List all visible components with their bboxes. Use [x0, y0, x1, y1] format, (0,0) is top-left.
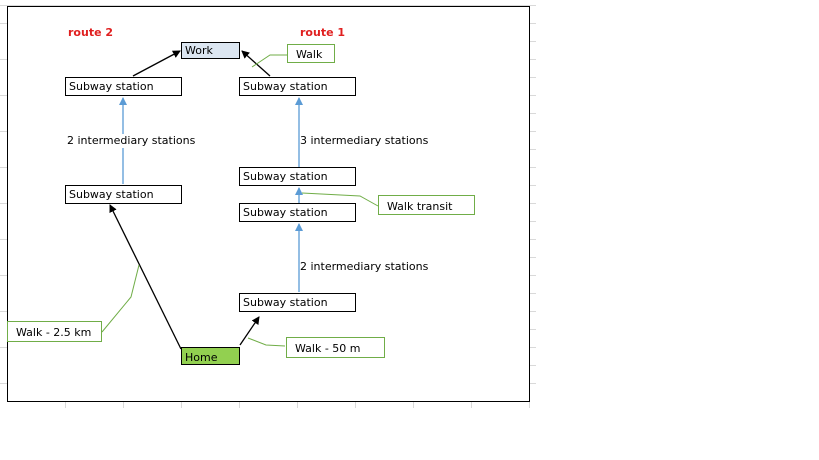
work-node: Work: [181, 42, 240, 59]
diagram-frame: [7, 6, 530, 402]
r1-walk-arrow: [239, 316, 260, 346]
r2-bottom-station: Subway station: [65, 185, 182, 204]
walk-work-leader: [251, 54, 287, 68]
r1-upper-intermediary-label: 3 intermediary stations: [300, 134, 429, 148]
route-1-label: route 1: [300, 26, 346, 39]
walk-long-callout: Walk - 2.5 km: [7, 321, 102, 342]
r1-mid-upper-station: Subway station: [239, 167, 356, 186]
route-2-label: route 2: [68, 26, 114, 39]
walk-transit-leader: [301, 192, 379, 207]
walk-transit-callout: Walk transit: [378, 195, 475, 215]
r1-top-station: Subway station: [239, 77, 356, 96]
r1-lower-intermediary-label: 2 intermediary stations: [300, 260, 429, 274]
r2-top-station: Subway station: [65, 77, 182, 96]
r2-to-work-arrow: [132, 50, 181, 77]
walk-short-leader: [247, 337, 286, 347]
walk-work-callout: Walk: [287, 44, 335, 63]
walk-long-leader: [101, 264, 140, 333]
home-node: Home: [181, 347, 240, 365]
walk-short-callout: Walk - 50 m: [286, 337, 385, 358]
r1-bottom-station: Subway station: [239, 293, 356, 312]
r2-intermediary-label: 2 intermediary stations: [67, 134, 196, 148]
r1-mid-lower-station: Subway station: [239, 203, 356, 222]
spreadsheet-gridlines: [0, 5, 536, 408]
r1-to-work-arrow: [241, 50, 271, 77]
r2-walk-arrow: [109, 204, 182, 350]
